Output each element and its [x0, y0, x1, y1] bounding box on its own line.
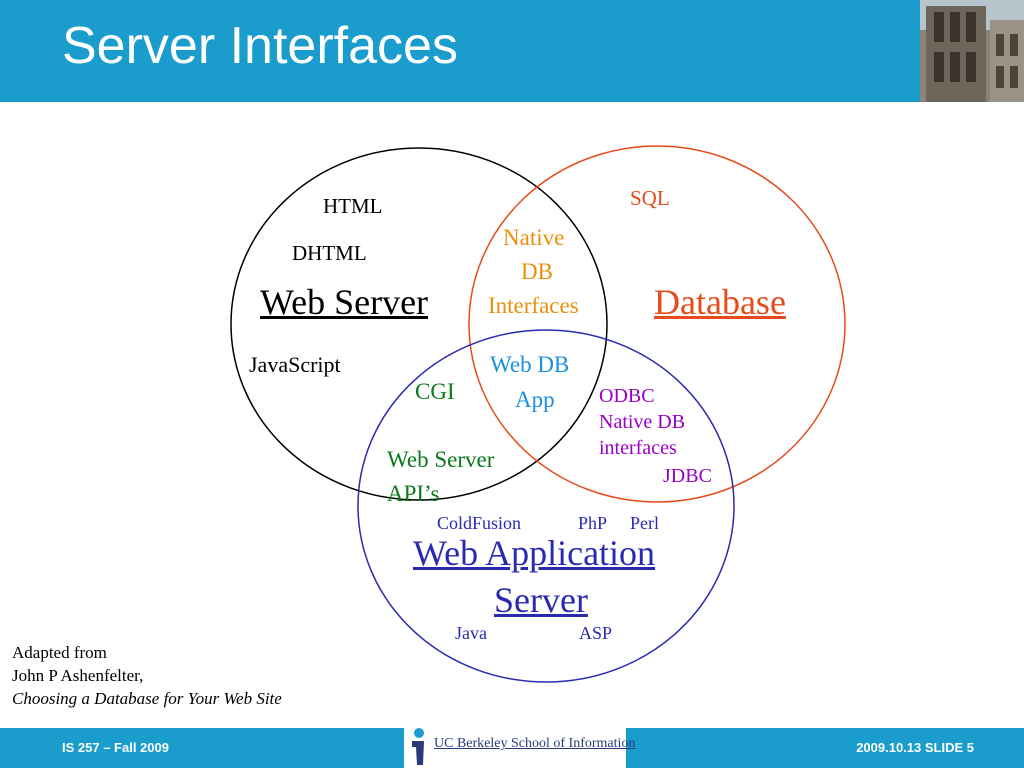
native-db-interfaces-line1: Native — [503, 225, 565, 250]
ischool-logo-icon — [408, 727, 430, 772]
web-app-item-asp: ASP — [579, 623, 613, 643]
web-app-item-php: PhP — [578, 513, 608, 533]
web-server-circle — [230, 147, 608, 501]
jdbc-label: JDBC — [663, 465, 712, 487]
web-server-apis-line1: Web Server — [387, 447, 495, 472]
credit-block: Adapted from John P Ashenfelter, Choosin… — [12, 642, 282, 711]
web-app-server-label-line1: Web Application — [413, 533, 656, 573]
web-app-server-circle — [357, 329, 735, 683]
web-server-apis-line2: API’s — [387, 481, 440, 506]
credit-line1: Adapted from — [12, 643, 107, 662]
web-server-item-javascript: JavaScript — [249, 352, 341, 377]
web-app-item-perl: Perl — [630, 513, 659, 533]
interfaces-label: interfaces — [599, 437, 677, 459]
slide-title: Server Interfaces — [62, 17, 458, 75]
web-app-server-label-line2: Server — [494, 580, 588, 620]
native-db-interfaces-line2: DB — [521, 259, 553, 284]
credit-line2: John P Ashenfelter, — [12, 665, 144, 685]
course-label: IS 257 – Fall 2009 — [62, 740, 169, 755]
cgi-label: CGI — [415, 379, 455, 404]
database-label: Database — [654, 282, 786, 322]
web-server-label: Web Server — [260, 282, 429, 322]
native-db-label: Native DB — [599, 411, 686, 433]
credit-line3: Choosing a Database for Your Web Site — [12, 688, 282, 708]
web-app-item-java: Java — [455, 623, 487, 643]
logo-text: UC Berkeley School of Information — [434, 736, 636, 751]
native-db-interfaces-line3: Interfaces — [488, 293, 579, 318]
odbc-label: ODBC — [599, 385, 655, 407]
web-server-item-html: HTML — [323, 194, 383, 218]
logo-background — [404, 726, 626, 768]
web-app-item-coldfusion: ColdFusion — [437, 513, 522, 533]
header-bar — [0, 0, 1024, 102]
web-db-app-line2: App — [515, 387, 555, 412]
web-db-app-line1: Web DB — [490, 352, 570, 377]
database-circle — [468, 145, 846, 503]
building-photo — [920, 0, 1024, 102]
database-item-sql: SQL — [630, 186, 670, 210]
slide-number: 2009.10.13 SLIDE 5 — [856, 740, 974, 755]
web-server-item-dhtml: DHTML — [292, 241, 367, 265]
